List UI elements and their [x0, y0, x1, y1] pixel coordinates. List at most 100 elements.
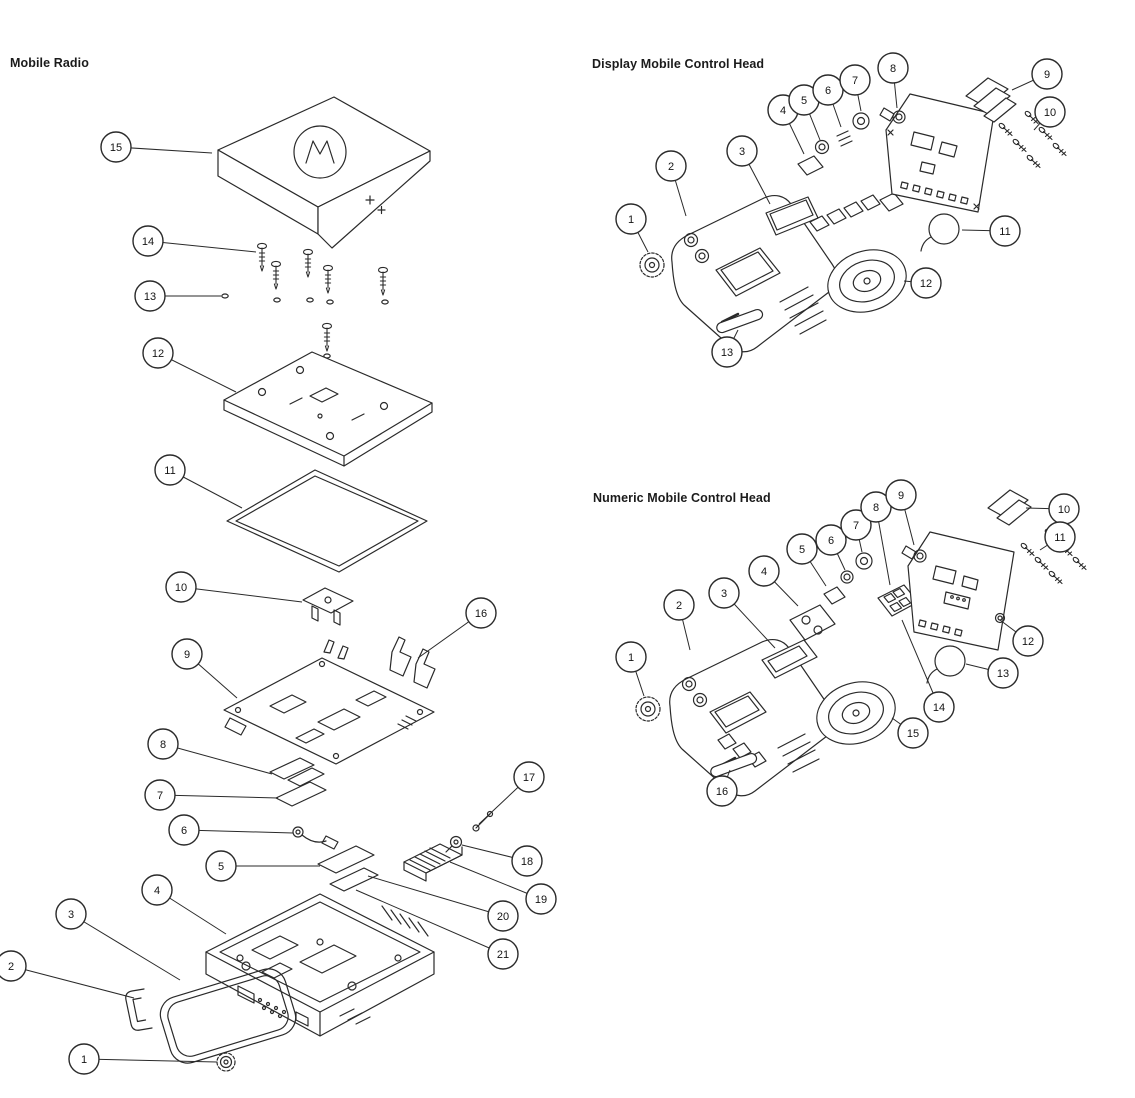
accessory-connector-part: [403, 843, 463, 882]
display-head-art: [639, 77, 1067, 353]
leader-line: [180, 586, 303, 603]
gasket-strip-part: [317, 845, 379, 892]
callout-circle: [134, 280, 166, 312]
callout-number: 3: [739, 146, 745, 158]
leader-line: [355, 889, 504, 955]
o-ring-part: [926, 645, 966, 684]
leader-line: [367, 875, 504, 917]
callout-number: 21: [497, 949, 509, 961]
lens-frame-part: [761, 639, 818, 679]
cable-part: [292, 826, 339, 850]
motorola-logo-icon: [293, 125, 347, 179]
callout-numeric-head-4: 4: [748, 555, 799, 607]
callout-circle: [68, 1043, 100, 1075]
leader-line: [162, 743, 273, 775]
callout-circle: [144, 779, 176, 811]
callout-display-head-3: 3: [726, 135, 771, 205]
callout-display-head-7: 7: [839, 64, 871, 112]
callout-display-head-5: 5: [788, 84, 821, 141]
callout-circle: [511, 845, 543, 877]
callout-circle: [708, 577, 740, 609]
thermal-pads-part: [269, 757, 327, 807]
callout-circle: [1031, 58, 1063, 90]
callout-mobile-radio-11: 11: [154, 454, 243, 509]
callout-display-head-13: 13: [711, 329, 743, 368]
mic-ring-part: [855, 552, 873, 570]
callout-circle: [786, 533, 818, 565]
callout-circle: [487, 900, 519, 932]
callout-mobile-radio-17: 17: [478, 761, 545, 825]
callout-number: 6: [828, 535, 834, 547]
callout-number: 12: [920, 278, 932, 290]
callout-display-head-9: 9: [1011, 58, 1063, 91]
callout-circle: [923, 691, 955, 723]
callout-display-head-2: 2: [655, 150, 687, 217]
callout-circle: [987, 657, 1019, 689]
callout-number: 16: [475, 608, 487, 620]
callout-number: 5: [218, 861, 224, 873]
callout-display-head-8: 8: [877, 52, 909, 109]
side-clip-part: [125, 988, 153, 1031]
volume-knob-part: [639, 252, 665, 278]
callout-number: 7: [157, 790, 163, 802]
small-bracket-part: [823, 586, 846, 605]
callout-circle: [487, 938, 519, 970]
callout-circle: [1044, 521, 1076, 553]
callout-circle: [513, 761, 545, 793]
gasket-part: [226, 469, 428, 573]
callout-mobile-radio-9: 9: [171, 638, 238, 699]
callout-mobile-radio-2: 2: [0, 950, 135, 999]
mic-strip-part: [716, 308, 764, 334]
callout-circle: [615, 641, 647, 673]
callout-circle: [171, 638, 203, 670]
callout-number: 9: [184, 649, 190, 661]
callout-number: 4: [780, 105, 786, 117]
callout-number: 8: [890, 63, 896, 75]
mic-strip-part: [710, 752, 758, 778]
callout-number: 16: [716, 786, 728, 798]
callout-number: 8: [160, 739, 166, 751]
callout-numeric-head-3: 3: [708, 577, 776, 649]
callout-number: 1: [628, 214, 634, 226]
callout-circle: [897, 717, 929, 749]
callout-mobile-radio-4: 4: [141, 874, 227, 935]
shield-bracket-part: [965, 77, 1017, 123]
callout-number: 13: [144, 291, 156, 303]
callout-number: 17: [523, 772, 535, 784]
callout-number: 7: [853, 520, 859, 532]
callout-mobile-radio-13: 13: [134, 280, 221, 312]
callout-number: 13: [721, 347, 733, 359]
callout-circle: [525, 883, 557, 915]
leader-line: [83, 1058, 218, 1063]
leader-line: [159, 794, 279, 799]
numeric-head-art: [635, 489, 1087, 797]
callout-number: 9: [898, 490, 904, 502]
callout-number: 5: [801, 95, 807, 107]
callout-circle: [465, 597, 497, 629]
leader-line: [183, 829, 294, 834]
numeric-housing-part: [669, 638, 836, 797]
callout-display-head-11: 11: [961, 215, 1021, 247]
button-board-part: [789, 604, 836, 641]
callout-display-head-10: 10: [1033, 96, 1066, 131]
mounting-clips-part: [389, 636, 436, 689]
callout-circle: [839, 64, 871, 96]
callout-number: 1: [628, 652, 634, 664]
cover-screws-part: [256, 242, 389, 352]
callout-mobile-radio-3: 3: [55, 898, 181, 981]
callout-circle: [748, 555, 780, 587]
callout-circle: [655, 150, 687, 182]
callout-circle: [885, 479, 917, 511]
callout-number: 2: [8, 961, 14, 973]
callout-circle: [711, 336, 743, 368]
o-ring-part: [920, 213, 960, 252]
callout-mobile-radio-1: 1: [68, 1043, 218, 1075]
callout-numeric-head-12: 12: [999, 619, 1044, 657]
callout-number: 12: [152, 348, 164, 360]
dust-cap-part: [445, 835, 463, 853]
callout-number: 11: [164, 465, 175, 477]
callout-number: 2: [668, 161, 674, 173]
washers-part: [221, 293, 389, 359]
callout-number: 6: [825, 85, 831, 97]
